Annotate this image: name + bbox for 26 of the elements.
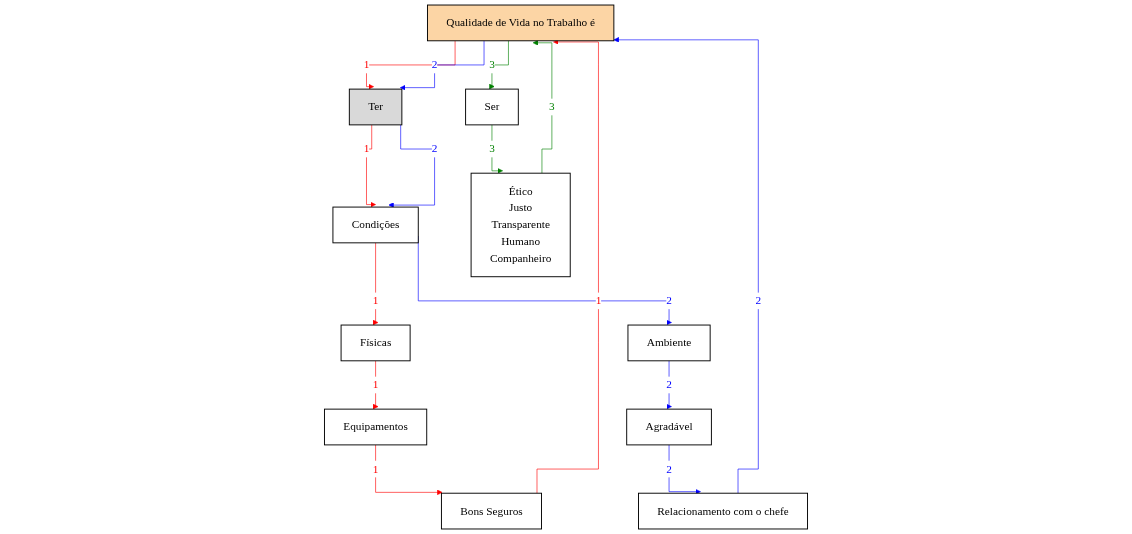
node-box: Condições (332, 206, 419, 244)
edge-label: 2 (666, 462, 672, 476)
node-box: Bons Seguros (440, 492, 542, 530)
edge-label: 2 (431, 58, 438, 71)
node-box: Ter (348, 88, 403, 126)
node-box: Ambiente (627, 324, 711, 362)
node-box: Equipamentos (324, 408, 428, 446)
node-box: Qualidade de Vida no Trabalho é (427, 4, 615, 42)
edge-label: 1 (363, 58, 370, 71)
edge-label: 1 (372, 462, 379, 476)
node-box: Ético Justo Transparente Humano Companheiro (470, 172, 571, 278)
node-box: Relacionamento com o chefe (638, 492, 808, 530)
edge-label: 1 (372, 378, 379, 391)
node-box: Físicas (340, 324, 411, 362)
node-box: Agradável (626, 408, 712, 446)
edge-label: 2 (666, 378, 672, 391)
edge-label: 2 (755, 294, 762, 307)
node-box: Ser (465, 88, 519, 126)
edge-label: 3 (489, 58, 495, 71)
edge-label: 2 (666, 294, 672, 307)
edge-label: 1 (363, 142, 370, 155)
edge-label: 3 (489, 142, 495, 155)
edge-label: 2 (431, 142, 438, 155)
edge-label: 1 (372, 294, 379, 307)
edge-label: 1 (595, 294, 602, 307)
edge-label: 3 (549, 100, 555, 113)
